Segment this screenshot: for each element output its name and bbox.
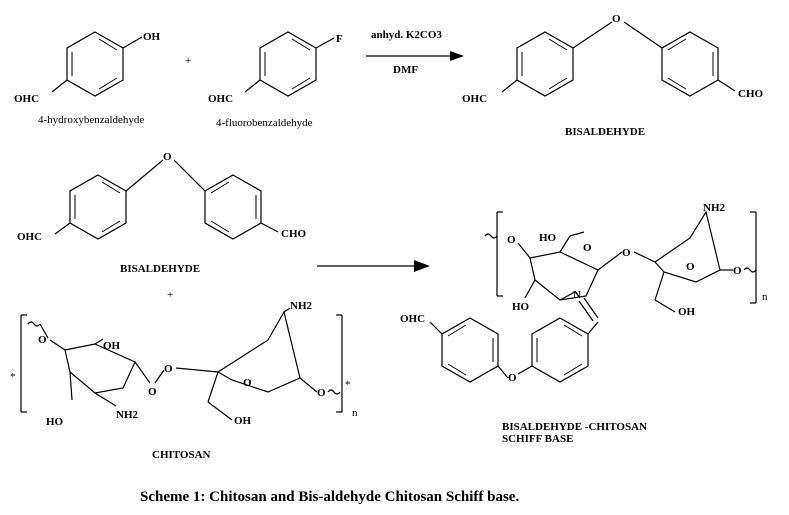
glycosidic-oxygen: O	[733, 265, 742, 277]
plus-sign-2: +	[167, 289, 173, 301]
cho-label: CHO	[281, 228, 307, 240]
chitosan-name: CHITOSAN	[152, 449, 211, 461]
fluorobenzaldehyde-structure: F OHC	[208, 31, 343, 105]
conditions-reagent: anhyd. K2CO3	[371, 29, 442, 41]
ho-label: HO	[539, 232, 557, 244]
bisaldehyde-reactant-name: BISALDEHYDE	[120, 263, 200, 275]
nh2-label: NH2	[116, 409, 139, 421]
chitosan-structure: * O OH HO NH2 O O NH2 O OH O * n	[10, 300, 358, 428]
nh2-label: NH2	[703, 202, 726, 214]
oh-label: OH	[234, 415, 252, 427]
ohc-label: OHC	[462, 93, 487, 105]
conditions-solvent: DMF	[393, 64, 418, 76]
ether-oxygen: O	[612, 13, 621, 25]
glycosidic-oxygen: O	[164, 363, 173, 375]
glycosidic-oxygen: O	[38, 334, 47, 346]
glycosidic-oxygen: O	[622, 247, 631, 259]
plus-sign-1: +	[185, 55, 191, 67]
f-label: F	[336, 33, 343, 45]
ether-oxygen: O	[508, 372, 517, 384]
ohc-label: OHC	[14, 93, 39, 105]
ohc-label: OHC	[17, 231, 42, 243]
ring-oxygen: O	[686, 261, 695, 273]
oh-label: OH	[103, 340, 121, 352]
bisaldehyde-reactant-structure: OHC O CHO	[17, 151, 307, 243]
chain-end-star: *	[345, 379, 351, 391]
ohc-label: OHC	[208, 93, 233, 105]
imine-nitrogen: N	[573, 289, 581, 301]
nh2-label: NH2	[290, 300, 313, 312]
cho-label: CHO	[738, 88, 764, 100]
ho-label: HO	[512, 301, 530, 313]
bisaldehyde-product-structure: OHC O CHO	[462, 13, 764, 105]
schiff-base-name-line1: BISALDEHYDE -CHITOSAN	[502, 421, 647, 433]
chain-end-star: *	[10, 371, 16, 383]
repeat-unit-n: n	[352, 407, 358, 419]
oh-label: OH	[678, 306, 696, 318]
repeat-unit-n: n	[762, 291, 768, 303]
schiff-base-product-structure: O HO O HO N O NH2 O OH O n	[400, 202, 768, 384]
hydroxybenzaldehyde-structure: OH OHC	[14, 31, 161, 105]
ring-oxygen: O	[243, 377, 252, 389]
hydroxybenzaldehyde-name: 4-hydroxybenzaldehyde	[38, 114, 144, 126]
ho-label: HO	[46, 416, 64, 428]
bisaldehyde-product-name: BISALDEHYDE	[565, 126, 645, 138]
glycosidic-oxygen: O	[317, 387, 326, 399]
glycosidic-oxygen: O	[507, 234, 516, 246]
oh-label: OH	[143, 31, 161, 43]
ohc-label: OHC	[400, 313, 425, 325]
scheme-caption: Scheme 1: Chitosan and Bis-aldehyde Chit…	[140, 489, 519, 505]
schiff-base-name-line2: SCHIFF BASE	[502, 433, 573, 445]
ether-oxygen: O	[163, 151, 172, 163]
fluorobenzaldehyde-name: 4-fluorobenzaldehyde	[216, 117, 313, 129]
ring-oxygen: O	[583, 242, 592, 254]
ring-oxygen: O	[148, 386, 157, 398]
